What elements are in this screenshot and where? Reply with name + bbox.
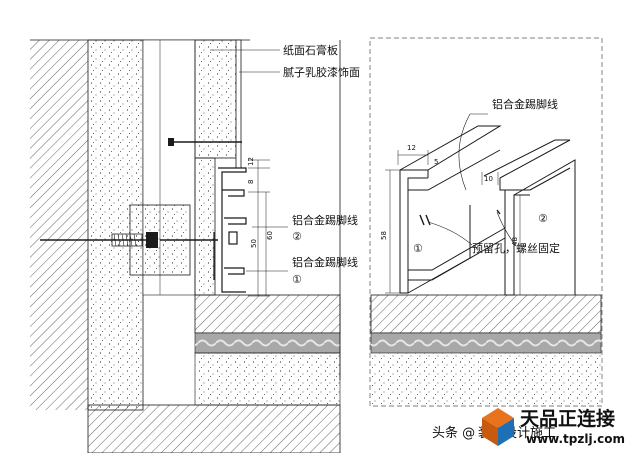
- skirting-profile-left: [213, 167, 247, 293]
- screw-icon: [168, 138, 242, 146]
- callout-reserved-hole: 预留孔，螺丝固定: [472, 241, 560, 255]
- left-section-detail: 12 8 50 60: [30, 39, 341, 454]
- dim-58-right: 58: [380, 231, 388, 240]
- right-isometric-detail: [369, 37, 603, 407]
- callout-gypsum-board: 纸面石膏板: [283, 43, 338, 57]
- callout-skirting-upper: 铝合金踢脚线: [292, 213, 358, 227]
- watermark-source-label: 头条 @: [432, 425, 475, 441]
- callout-profile-2: ②: [538, 212, 548, 225]
- dim-12-right: 12: [407, 144, 416, 152]
- callout-skirting-lower: 铝合金踢脚线: [292, 255, 358, 269]
- callout-skirting-upper-num: ②: [292, 230, 302, 243]
- right-dimensions: [385, 150, 521, 295]
- dim-50-left: 50: [250, 239, 258, 248]
- dim-10-right: 10: [484, 175, 493, 183]
- dim-8-left: 8: [247, 180, 255, 184]
- brand-url: www.tpzlj.com: [526, 432, 625, 446]
- skirting-profile-2: [483, 139, 576, 296]
- brand-logo-icon: [482, 408, 514, 446]
- dim-12-left: 12: [247, 157, 255, 166]
- left-leaders: [210, 49, 288, 272]
- brand-name: 天品正连接: [520, 407, 615, 430]
- skirting-profile-1: [399, 125, 506, 294]
- right-leaders: [427, 113, 517, 247]
- watermark: 头条 @ 装修设计施工 天品正连接 www.tpzlj.com: [432, 407, 625, 446]
- callout-profile-1: ①: [413, 242, 423, 255]
- callout-skirting-lower-num: ①: [292, 273, 302, 286]
- dim-48-right: 48: [511, 237, 519, 246]
- callout-skirting-top: 铝合金踢脚线: [492, 97, 558, 111]
- callout-putty-latex-finish: 腻子乳胶漆饰面: [283, 65, 360, 79]
- dim-5-right: 5: [434, 158, 438, 166]
- left-dimensions: [248, 159, 270, 297]
- anchor-bolt-icon: [40, 204, 218, 276]
- dim-60-left: 60: [266, 231, 274, 240]
